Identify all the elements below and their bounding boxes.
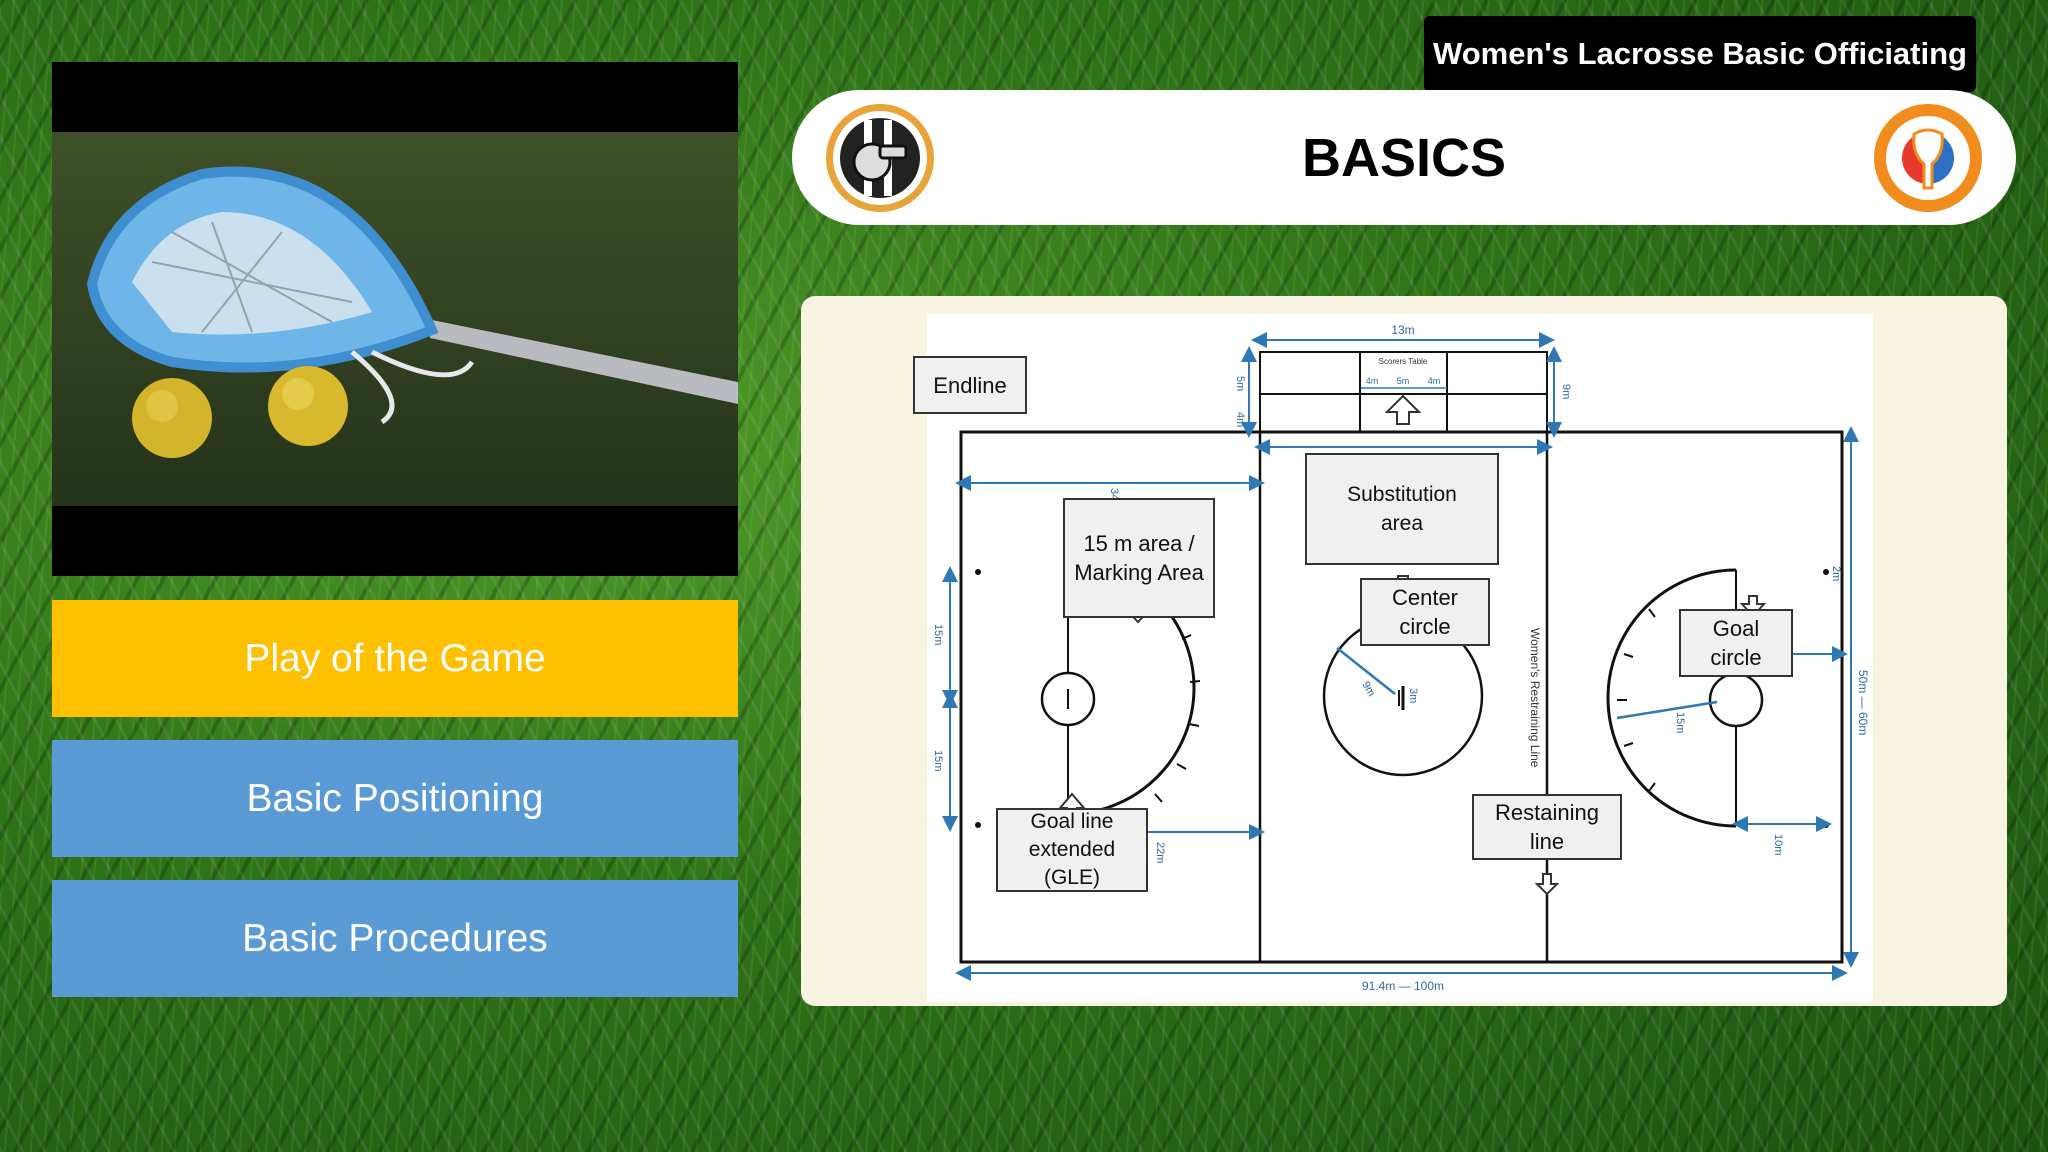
restraining-line-label: Women's Restraining Line bbox=[1528, 628, 1542, 768]
dim-width-range: 50m — 60m bbox=[1856, 670, 1870, 735]
whistle-badge-icon bbox=[824, 102, 936, 219]
dim-2m: 2m bbox=[1830, 566, 1842, 581]
play-of-the-game-button[interactable]: Play of the Game bbox=[52, 600, 738, 717]
basic-procedures-button[interactable]: Basic Procedures bbox=[52, 880, 738, 997]
dim-left-4m: 4m bbox=[1234, 412, 1246, 427]
lacrosse-stick-and-balls-photo bbox=[52, 62, 738, 576]
scorers-table-label: Scorers Table bbox=[1379, 357, 1428, 366]
callout-goal-circle: Goal circle bbox=[1679, 609, 1793, 677]
lacrosse-federation-badge-icon bbox=[1872, 102, 1984, 219]
dim-5m: 5m bbox=[1397, 376, 1410, 386]
dim-left-5m: 5m bbox=[1234, 376, 1246, 391]
dim-length-range: 91.4m — 100m bbox=[1362, 979, 1444, 993]
dim-4m-b: 4m bbox=[1428, 376, 1441, 386]
dim-10m: 10m bbox=[1772, 834, 1784, 855]
dim-34: 34 bbox=[1108, 488, 1120, 500]
dim-13m: 13m bbox=[1391, 323, 1414, 337]
dim-4m-a: 4m bbox=[1366, 376, 1379, 386]
field-diagram-panel: 13m Scorers Table 4m 5m 4m 5m 4m 9m 34 1… bbox=[801, 296, 2007, 1006]
page-title: BASICS bbox=[1301, 127, 1507, 188]
header-bar: BASICS bbox=[792, 90, 2016, 225]
presentation-title: Women's Lacrosse Basic Officiating bbox=[1424, 16, 1976, 92]
dim-right-9m: 9m bbox=[1560, 384, 1572, 399]
basic-positioning-button[interactable]: Basic Positioning bbox=[52, 740, 738, 857]
dim-15m-goal: 15m bbox=[1674, 712, 1686, 733]
field-diagram: 13m Scorers Table 4m 5m 4m 5m 4m 9m 34 1… bbox=[913, 314, 1873, 1002]
callout-center-circle: Center circle bbox=[1360, 578, 1490, 646]
dim-15m-a: 15m bbox=[932, 624, 944, 645]
callout-restraining-line: Restaining line bbox=[1472, 794, 1622, 860]
callout-marking-area: 15 m area / Marking Area bbox=[1063, 498, 1215, 618]
callout-endline: Endline bbox=[913, 356, 1027, 414]
dim-3m: 3m bbox=[1407, 688, 1419, 703]
dim-15m-b: 15m bbox=[932, 750, 944, 771]
dim-22m: 22m bbox=[1154, 842, 1166, 863]
callout-goal-line-extended: Goal line extended (GLE) bbox=[996, 808, 1148, 892]
dim-9m: 9m bbox=[1359, 680, 1377, 699]
callout-substitution-area: Substitution area bbox=[1305, 453, 1499, 565]
